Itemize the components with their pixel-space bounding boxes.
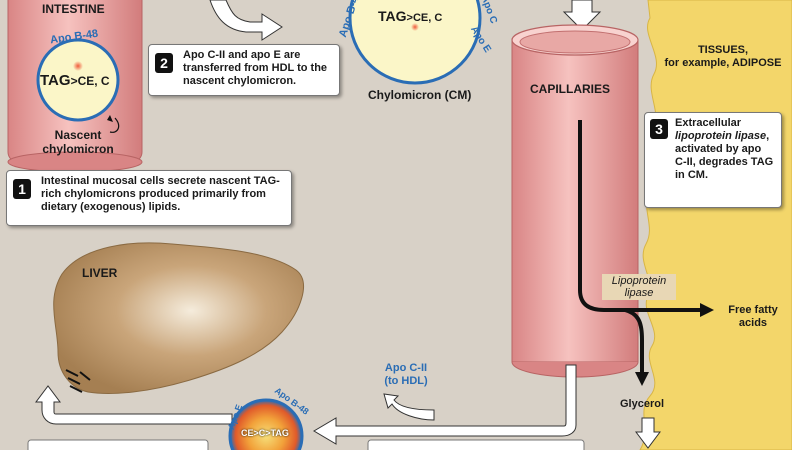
arrow-to-chylomicron (209, 0, 283, 41)
step-1-box: 1 Intestinal mucosal cells secrete nasce… (6, 170, 292, 226)
step-1-badge: 1 (13, 179, 31, 199)
liver-shape (53, 242, 304, 394)
step-3-badge: 3 (650, 119, 668, 139)
arrow-apo-cii-to-hdl (383, 393, 435, 421)
intestine-ce-c: >CE, C (70, 74, 110, 88)
apo-cii-hdl-label: Apo C-II (to HDL) (376, 362, 436, 388)
apo-cii-line-2: (to HDL) (384, 375, 428, 387)
arrow-glycerol-down (635, 417, 661, 449)
step-2-badge: 2 (155, 53, 173, 73)
liver-receptor-hatch (65, 369, 91, 393)
apo-cii-line-1: Apo C-II (384, 362, 428, 374)
nascent-chylomicron-label: Nascent chylomicron (42, 128, 114, 156)
nascent-chylomicron (36, 38, 120, 122)
intestine-title: INTESTINE (42, 2, 105, 16)
remnant-core-label: CE>C>TAG (241, 428, 289, 438)
arrow-to-remnant (313, 364, 577, 445)
step-2-text: Apo C-II and apo E are transferred from … (183, 49, 328, 87)
step-3-line-1: Extracellular (675, 117, 742, 129)
tissues-line-2: for example, ADIPOSE (664, 57, 782, 69)
arrow-into-capillaries (562, 0, 602, 31)
liver-label: LIVER (82, 266, 118, 280)
cm-core-label: TAG>CE, C (378, 8, 442, 24)
tissues-line-1: TISSUES, (697, 44, 749, 56)
cm-tag: TAG (378, 8, 407, 24)
cm-remnant (230, 400, 302, 450)
intestine-core-label: TAG>CE, C (40, 72, 110, 89)
intestine-tag: TAG (40, 72, 71, 89)
chylomicron-label: Chylomicron (CM) (368, 88, 472, 102)
step-3-line-3: , activated by apo C-II, degrades TAG in… (675, 130, 774, 181)
step-3-box: 3 Extracellular lipoprotein lipase, acti… (644, 112, 782, 208)
free-fatty-acids-label: Free fatty acids (728, 304, 778, 329)
glycerol-label: Glycerol (620, 398, 665, 410)
capillaries-label: CAPILLARIES (530, 82, 611, 96)
tissues-label: TISSUES, for example, ADIPOSE (658, 44, 788, 70)
step-1-text: Intestinal mucosal cells secrete nascent… (41, 175, 280, 213)
arrow-to-liver (35, 385, 233, 425)
step-3-line-2: lipoprotein lipase (675, 130, 767, 142)
chylomicron-cm (348, 0, 482, 85)
lpl-label: Lipoprotein lipase (602, 274, 676, 300)
step-2-box: 2 Apo C-II and apo E are transferred fro… (148, 44, 340, 96)
lpl-flow-line (578, 120, 700, 312)
cm-ce-c: >CE, C (406, 12, 443, 24)
